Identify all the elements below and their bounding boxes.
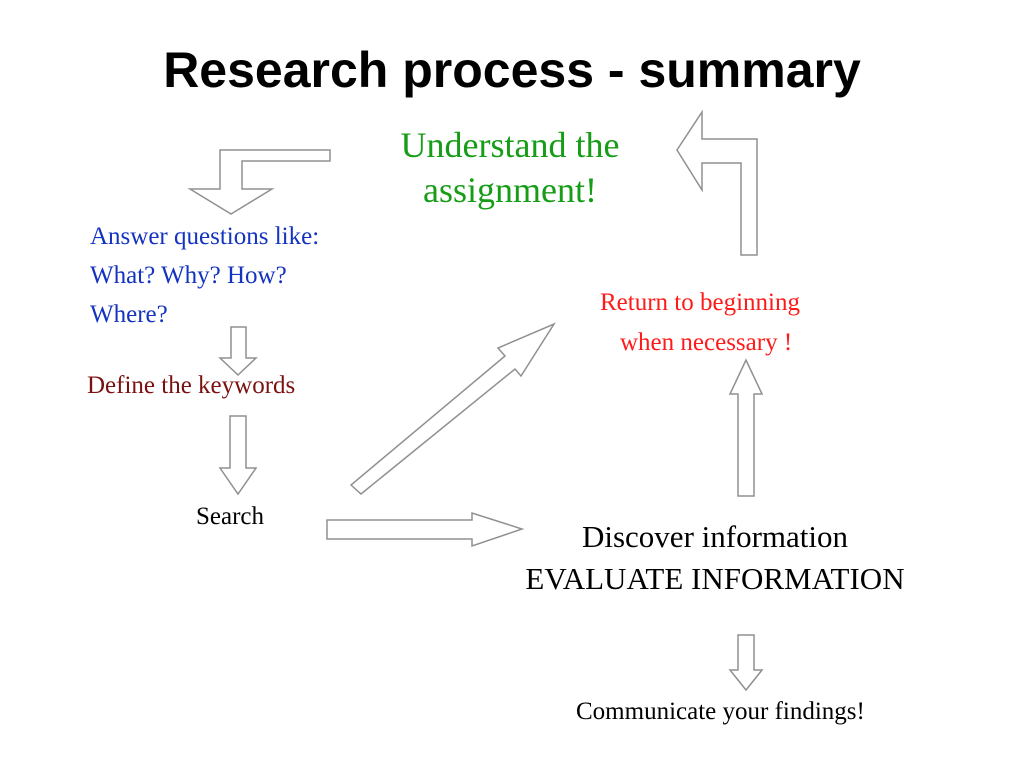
bent-arrow-down-icon [187,149,331,215]
step-return-line: when necessary ! [620,329,793,356]
step-return-line: Return to beginning [600,289,800,316]
bent-arrow-return-icon [676,109,758,256]
step-answer-line: Answer questions like: [90,223,320,250]
step-understand-line: assignment! [423,170,597,210]
arrow-down-icon [218,415,258,496]
step-answer-line: What? Why? How? [90,262,287,289]
step-understand: Understand the assignment! [300,123,720,213]
step-discover-evaluate: Discover information EVALUATE INFORMATIO… [460,516,970,600]
step-return: Return to beginning when necessary ! [600,283,900,363]
arrow-diagonal-icon [349,322,556,495]
arrow-up-icon [728,358,764,497]
step-discover-line: Discover information [581,519,848,554]
step-evaluate-line: EVALUATE INFORMATION [525,561,905,596]
arrow-down-icon [728,634,764,692]
step-search: Search [196,503,265,530]
arrow-right-icon [326,511,525,548]
step-understand-line: Understand the [400,125,620,165]
slide-title: Research process - summary [163,42,861,98]
step-answer-questions: Answer questions like: What? Why? How? W… [90,217,319,334]
step-define-keywords: Define the keywords [87,372,296,399]
step-answer-line: Where? [90,301,168,328]
arrow-down-icon [218,326,258,377]
step-communicate: Communicate your findings! [576,698,865,725]
